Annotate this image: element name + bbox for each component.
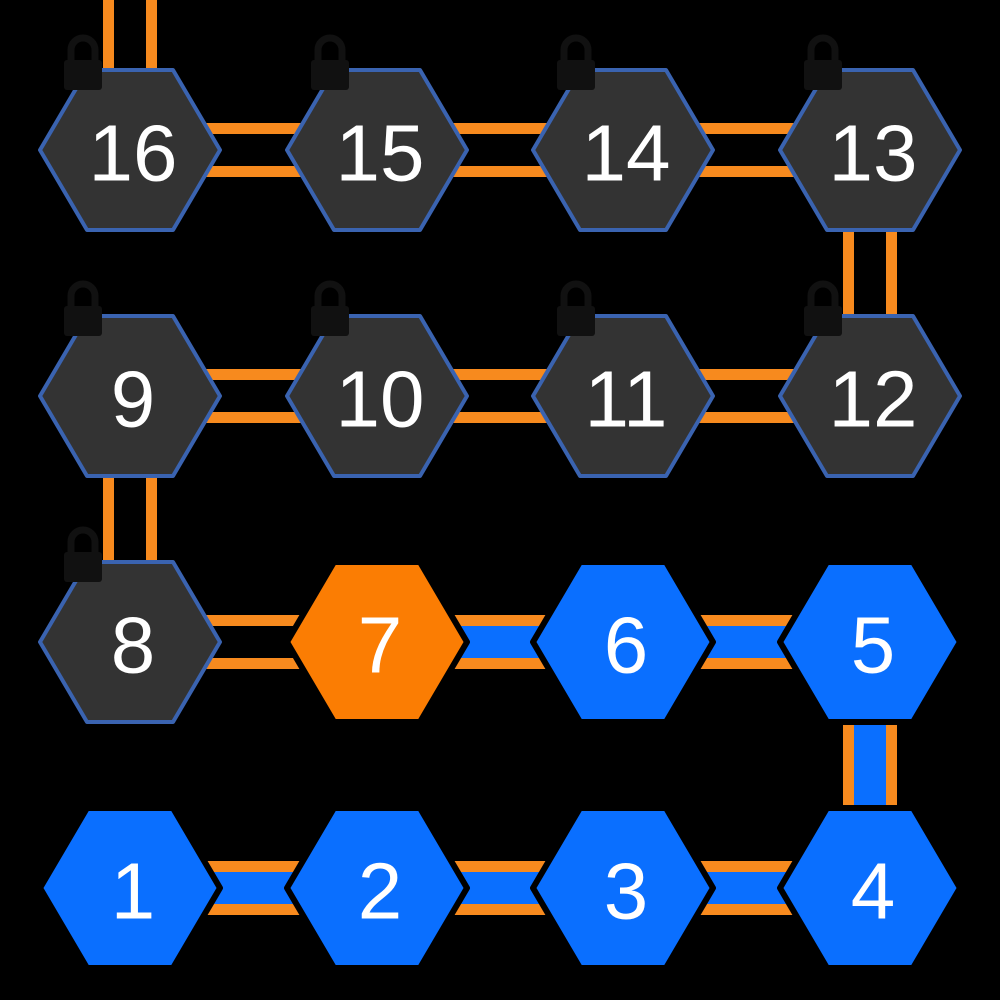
level-hexagon	[777, 805, 963, 971]
level-hexagon	[777, 559, 963, 725]
level-node-2[interactable]: 2	[284, 805, 470, 971]
level-node-14: 14	[531, 34, 715, 232]
level-hexagon	[530, 805, 716, 971]
padlock-icon	[311, 280, 349, 336]
level-number: 14	[582, 109, 671, 198]
level-number: 3	[604, 847, 649, 936]
level-node-4[interactable]: 4	[777, 805, 963, 971]
level-node-7[interactable]: 7	[284, 559, 470, 725]
connector-15-16	[130, 123, 377, 177]
level-hexagon	[284, 805, 470, 971]
level-number: 10	[336, 355, 425, 444]
level-hexagon	[37, 805, 223, 971]
padlock-icon	[557, 34, 595, 90]
connector-7-8	[130, 615, 377, 669]
level-node-15: 15	[285, 34, 469, 232]
level-node-3[interactable]: 3	[530, 805, 716, 971]
level-number: 4	[851, 847, 896, 936]
connector-12-13	[843, 150, 897, 396]
level-hexagon	[530, 559, 716, 725]
level-node-10: 10	[285, 280, 469, 478]
level-node-16: 16	[38, 34, 222, 232]
padlock-icon	[311, 34, 349, 90]
level-node-12: 12	[778, 280, 962, 478]
level-number: 9	[111, 355, 156, 444]
level-number: 12	[829, 355, 918, 444]
level-number: 7	[358, 601, 403, 690]
padlock-icon	[557, 280, 595, 336]
level-number: 2	[358, 847, 403, 936]
padlock-icon	[804, 34, 842, 90]
padlock-icon	[64, 526, 102, 582]
level-number: 5	[851, 601, 896, 690]
level-node-9: 9	[38, 280, 222, 478]
connector-13-14	[623, 123, 870, 177]
level-number: 11	[584, 355, 667, 444]
connector-8-9	[103, 396, 157, 642]
level-number: 13	[829, 109, 918, 198]
level-hexagon	[284, 559, 470, 725]
level-number: 15	[336, 109, 425, 198]
padlock-icon	[804, 280, 842, 336]
level-node-8: 8	[38, 526, 222, 724]
level-number: 1	[111, 847, 156, 936]
level-node-1[interactable]: 1	[37, 805, 223, 971]
connector-11-12	[623, 369, 870, 423]
connector-14-15	[377, 123, 623, 177]
level-node-11: 11	[531, 280, 715, 478]
connector-9-10	[130, 369, 377, 423]
level-number: 8	[111, 601, 156, 690]
padlock-icon	[64, 34, 102, 90]
padlock-icon	[64, 280, 102, 336]
level-node-13: 13	[778, 34, 962, 232]
level-number: 16	[89, 109, 178, 198]
connector-10-11	[377, 369, 623, 423]
level-node-6[interactable]: 6	[530, 559, 716, 725]
level-number: 6	[604, 601, 649, 690]
level-node-5[interactable]: 5	[777, 559, 963, 725]
